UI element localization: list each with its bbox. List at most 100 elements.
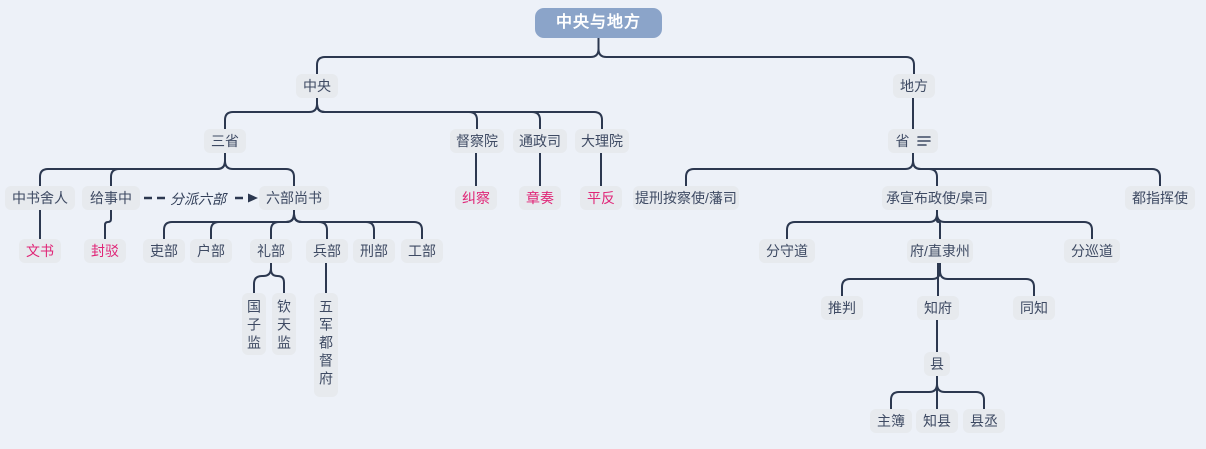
node-label: 同知: [1020, 300, 1048, 316]
node-xingbu[interactable]: 刑部: [353, 239, 395, 263]
node-label: 都指挥使: [1132, 190, 1188, 206]
node-zhifu[interactable]: 知府: [917, 296, 959, 320]
node-label: 平反: [587, 190, 615, 206]
node-zhongshusheren[interactable]: 中书舍人: [5, 186, 75, 210]
node-duzhihuishi[interactable]: 都指挥使: [1125, 186, 1195, 210]
connector-liubushangshu-gongbu: [293, 210, 423, 239]
node-label: 封驳: [91, 243, 119, 259]
node-difang[interactable]: 地方: [893, 74, 935, 98]
connector-liubushangshu-libu-rites: [270, 210, 295, 239]
node-duchayuan[interactable]: 督察院: [450, 129, 504, 153]
node-jiucha[interactable]: 纠察: [455, 186, 497, 210]
node-label: 纠察: [462, 190, 490, 206]
node-zhangzou[interactable]: 章奏: [519, 186, 561, 210]
node-fenxundao[interactable]: 分巡道: [1064, 239, 1120, 263]
connector-zhongyang-daliyuan: [316, 98, 603, 129]
node-libu-official[interactable]: 吏部: [143, 239, 185, 263]
node-jishizhong[interactable]: 给事中: [82, 186, 140, 210]
node-label: 礼部: [257, 243, 285, 259]
node-xian[interactable]: 县: [924, 352, 950, 376]
node-fengbo[interactable]: 封驳: [84, 239, 126, 263]
node-label: 兵部: [313, 243, 341, 259]
node-tuipan[interactable]: 推判: [821, 296, 863, 320]
node-fuzhilizhou[interactable]: 府/直隶州: [907, 239, 973, 263]
connector-zhongyang-sansheng: [224, 98, 318, 129]
node-label: 文书: [26, 243, 54, 259]
node-zhubu[interactable]: 主簿: [870, 409, 912, 433]
node-label: 六部尚书: [266, 190, 322, 206]
node-label: 章奏: [526, 190, 554, 206]
node-guozijian[interactable]: 国子监: [242, 293, 266, 355]
connector-chengxuan-fenshoudao: [786, 210, 938, 239]
connector-root-zhongyang: [316, 38, 600, 74]
node-label: 钦天监: [276, 299, 292, 353]
connector-liubushangshu-bingbu: [293, 210, 328, 239]
connector-xian-xiancheng: [936, 376, 985, 409]
connector-xian-zhubu: [890, 376, 938, 409]
connector-sansheng-zhongshusheren: [39, 153, 226, 186]
relationship-label[interactable]: 分派六部: [166, 187, 230, 211]
node-bingbu[interactable]: 兵部: [306, 239, 348, 263]
node-qintianjian[interactable]: 钦天监: [272, 293, 296, 355]
node-label: 提刑按察使/藩司: [635, 190, 737, 206]
node-tixing[interactable]: 提刑按察使/藩司: [633, 186, 739, 210]
node-label: 分守道: [766, 243, 808, 259]
connector-liubushangshu-libu-official: [163, 210, 295, 239]
node-label: 三省: [211, 133, 239, 149]
node-label: 督察院: [456, 133, 498, 149]
node-label: 县: [930, 356, 944, 372]
node-label: 大理院: [581, 133, 623, 149]
relationship-arrowhead: [248, 193, 258, 203]
node-label: 承宣布政使/臬司: [886, 190, 988, 206]
connector-zhongyang-tongzhengsi: [316, 98, 541, 129]
connector-sheng-duzhihuishi: [912, 153, 1161, 186]
node-label: 地方: [900, 78, 928, 94]
node-chengxuan[interactable]: 承宣布政使/臬司: [882, 186, 992, 210]
node-label: 工部: [408, 243, 436, 259]
node-label: 吏部: [150, 243, 178, 259]
node-label: 国子监: [246, 299, 262, 353]
node-label: 分巡道: [1071, 243, 1113, 259]
node-label: 知县: [923, 413, 951, 429]
notes-icon[interactable]: [916, 135, 931, 147]
connector-sheng-tixing: [685, 153, 914, 186]
connector-liubushangshu-xingbu: [293, 210, 375, 239]
node-liubushangshu[interactable]: 六部尚书: [259, 186, 329, 210]
node-label: 主簿: [877, 413, 905, 429]
connector-sheng-chengxuan: [912, 153, 938, 186]
node-label: 五军都督府: [318, 299, 334, 389]
node-pingfan[interactable]: 平反: [580, 186, 622, 210]
node-sheng[interactable]: 省: [888, 129, 938, 153]
node-fenshoudao[interactable]: 分守道: [759, 239, 815, 263]
node-label: 县丞: [970, 413, 998, 429]
node-gongbu[interactable]: 工部: [401, 239, 443, 263]
node-daliyuan[interactable]: 大理院: [575, 129, 629, 153]
node-label: 推判: [828, 300, 856, 316]
node-label: 中书舍人: [12, 190, 68, 206]
node-zhixian[interactable]: 知县: [916, 409, 958, 433]
connector-chengxuan-fenxundao: [936, 210, 1093, 239]
node-sansheng[interactable]: 三省: [204, 129, 246, 153]
connector-sansheng-jishizhong: [110, 153, 226, 186]
connector-root-difang: [597, 38, 915, 74]
connector-fuzhilizhou-tuipan: [841, 263, 941, 296]
node-tongzhengsi[interactable]: 通政司: [513, 129, 567, 153]
node-hubu[interactable]: 户部: [190, 239, 232, 263]
node-tongzhi[interactable]: 同知: [1013, 296, 1055, 320]
connector-libu-rites-guozijian: [253, 263, 272, 293]
connector-sansheng-liubushangshu: [224, 153, 295, 186]
node-zhongyang[interactable]: 中央: [296, 74, 338, 98]
node-label: 中央与地方: [555, 14, 641, 31]
node-label: 通政司: [519, 133, 561, 149]
node-libu-rites[interactable]: 礼部: [250, 239, 292, 263]
node-root[interactable]: 中央与地方: [535, 8, 662, 38]
connector-liubushangshu-hubu: [210, 210, 295, 239]
connector-libu-rites-qintianjian: [270, 263, 285, 293]
node-xiancheng[interactable]: 县丞: [963, 409, 1005, 433]
node-wujundudufu[interactable]: 五军都督府: [314, 293, 338, 397]
node-label: 刑部: [360, 243, 388, 259]
node-wenshu[interactable]: 文书: [19, 239, 61, 263]
connector-jishizhong-fengbo: [104, 210, 112, 239]
